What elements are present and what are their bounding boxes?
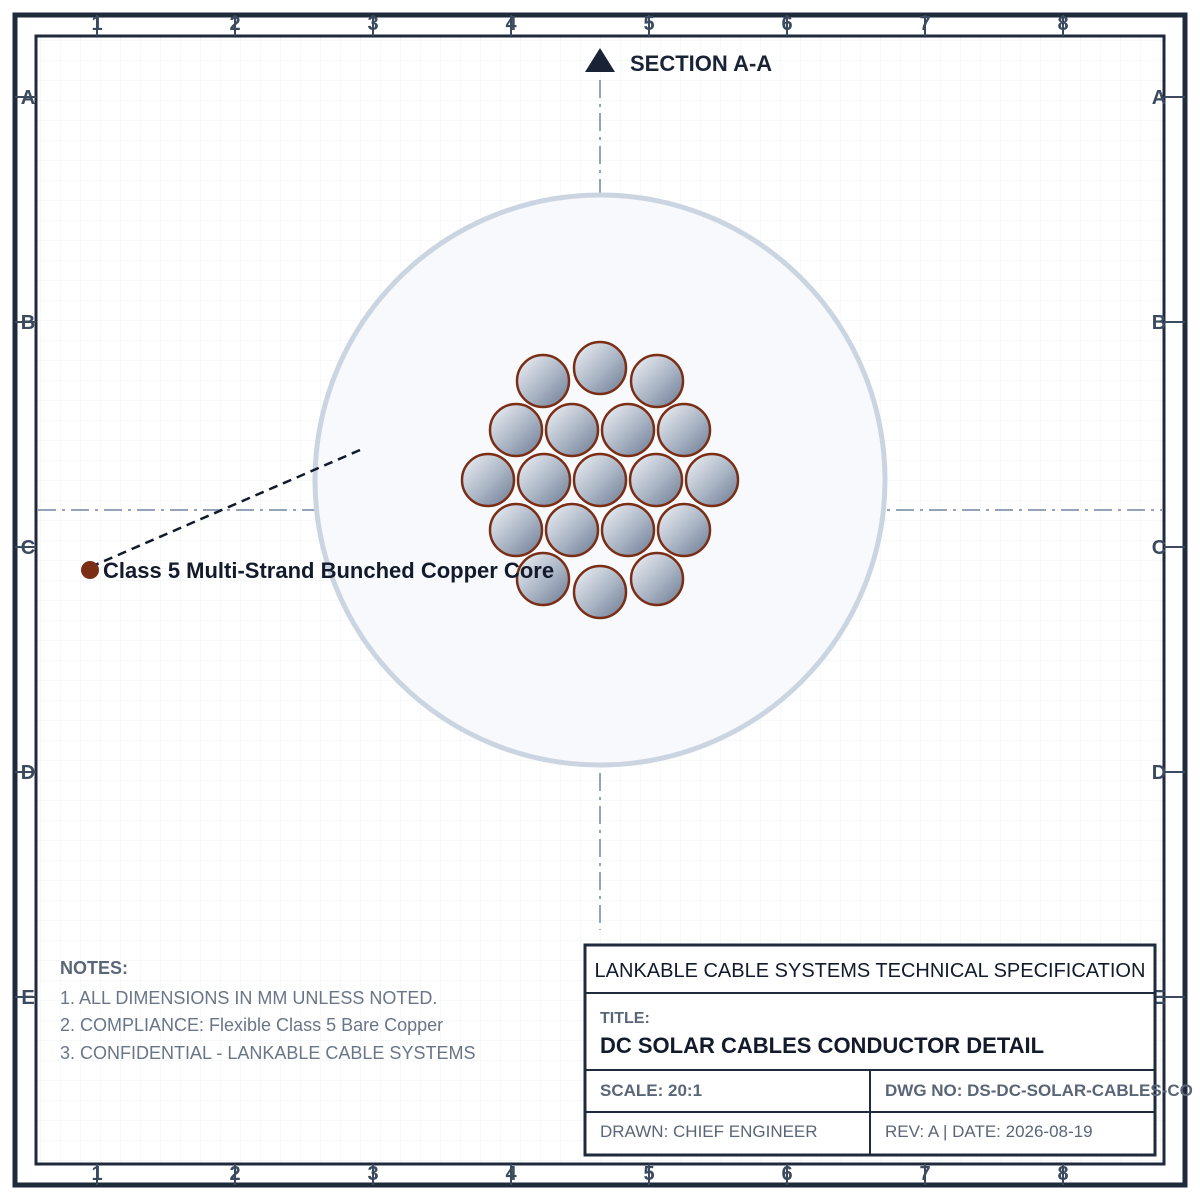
zone-col-top-4: 4 bbox=[505, 13, 517, 35]
copper-strand-8 bbox=[600, 402, 656, 458]
title-block-title: DC SOLAR CABLES CONDUCTOR DETAIL bbox=[600, 1033, 1044, 1058]
copper-strand-18 bbox=[515, 551, 571, 607]
copper-strand-16 bbox=[629, 353, 685, 409]
copper-strand-2 bbox=[516, 452, 572, 508]
zone-row-right-a: A bbox=[1152, 87, 1166, 109]
zone-col-bottom-6: 6 bbox=[781, 1163, 792, 1185]
title-block-dwg-no: DWG NO: DS-DC-SOLAR-CABLES-CO bbox=[885, 1081, 1193, 1100]
zone-col-top-8: 8 bbox=[1057, 13, 1068, 35]
copper-strand-19 bbox=[629, 551, 685, 607]
zone-col-bottom-5: 5 bbox=[643, 1163, 654, 1185]
inner-border bbox=[34, 34, 1166, 1166]
callout-leader-line bbox=[94, 448, 361, 567]
note-line-2: 2. COMPLIANCE: Flexible Class 5 Bare Cop… bbox=[60, 1015, 443, 1035]
copper-strand-5 bbox=[684, 452, 740, 508]
zone-labels-top: 1 2 3 4 5 6 7 8 bbox=[91, 13, 1068, 35]
zone-ticks bbox=[15, 15, 1185, 1185]
note-line-1: 1. ALL DIMENSIONS IN MM UNLESS NOTED. bbox=[60, 988, 437, 1008]
section-label: SECTION A-A bbox=[630, 51, 772, 76]
zone-labels-bottom: 1 2 3 4 5 6 7 8 bbox=[91, 1163, 1068, 1185]
section-arrow-icon bbox=[585, 48, 615, 72]
copper-strand-12 bbox=[600, 502, 656, 558]
zone-col-bottom-8: 8 bbox=[1057, 1163, 1068, 1185]
zone-col-bottom-3: 3 bbox=[367, 1163, 378, 1185]
zone-col-bottom-7: 7 bbox=[919, 1163, 930, 1185]
copper-strand-9 bbox=[656, 402, 712, 458]
zone-row-left-c: C bbox=[21, 537, 35, 559]
copper-strand-1 bbox=[460, 452, 516, 508]
title-block: LANKABLE CABLE SYSTEMS TECHNICAL SPECIFI… bbox=[583, 943, 1193, 1157]
zone-col-top-5: 5 bbox=[643, 13, 654, 35]
zone-col-top-7: 7 bbox=[919, 13, 930, 35]
zone-col-top-2: 2 bbox=[229, 13, 240, 35]
zone-col-bottom-1: 1 bbox=[91, 1163, 102, 1185]
copper-strand-4 bbox=[628, 452, 684, 508]
copper-strand-6 bbox=[488, 402, 544, 458]
callout-label: Class 5 Multi-Strand Bunched Copper Core bbox=[103, 558, 554, 583]
copper-strand-3 bbox=[572, 452, 628, 508]
zone-col-bottom-2: 2 bbox=[229, 1163, 240, 1185]
zone-row-right-d: D bbox=[1152, 762, 1166, 784]
note-line-3: 3. CONFIDENTIAL - LANKABLE CABLE SYSTEMS bbox=[60, 1043, 475, 1063]
zone-labels-right: A B C D E bbox=[1152, 87, 1166, 1009]
copper-strand-15 bbox=[515, 353, 571, 409]
copper-strand-13 bbox=[656, 502, 712, 558]
copper-strand-17 bbox=[572, 564, 628, 620]
zone-row-left-a: A bbox=[21, 87, 35, 109]
copper-core-strands bbox=[460, 340, 740, 620]
zone-labels-left: A B C D E bbox=[21, 87, 35, 1009]
zone-col-top-3: 3 bbox=[367, 13, 378, 35]
copper-strand-11 bbox=[544, 502, 600, 558]
zone-row-left-e: E bbox=[21, 987, 34, 1009]
zone-row-left-d: D bbox=[21, 762, 35, 784]
title-block-company: LANKABLE CABLE SYSTEMS TECHNICAL SPECIFI… bbox=[595, 960, 1146, 982]
title-block-title-label: TITLE: bbox=[600, 1010, 650, 1027]
copper-strand-14 bbox=[572, 340, 628, 396]
copper-strand-7 bbox=[544, 402, 600, 458]
copper-strand-10 bbox=[488, 502, 544, 558]
zone-row-left-b: B bbox=[21, 312, 35, 334]
zone-row-right-b: B bbox=[1152, 312, 1166, 334]
zone-col-top-6: 6 bbox=[781, 13, 792, 35]
zone-row-right-c: C bbox=[1152, 537, 1166, 559]
zone-col-bottom-4: 4 bbox=[505, 1163, 517, 1185]
notes-block: NOTES: 1. ALL DIMENSIONS IN MM UNLESS NO… bbox=[60, 958, 475, 1063]
title-block-drawn: DRAWN: CHIEF ENGINEER bbox=[600, 1122, 818, 1141]
notes-heading: NOTES: bbox=[60, 958, 128, 978]
outer-border bbox=[12, 12, 1188, 1188]
zone-col-top-1: 1 bbox=[91, 13, 102, 35]
callout-dot bbox=[81, 561, 99, 579]
title-block-rev-date: REV: A | DATE: 2026-08-19 bbox=[885, 1122, 1093, 1141]
title-block-scale: SCALE: 20:1 bbox=[600, 1081, 702, 1100]
